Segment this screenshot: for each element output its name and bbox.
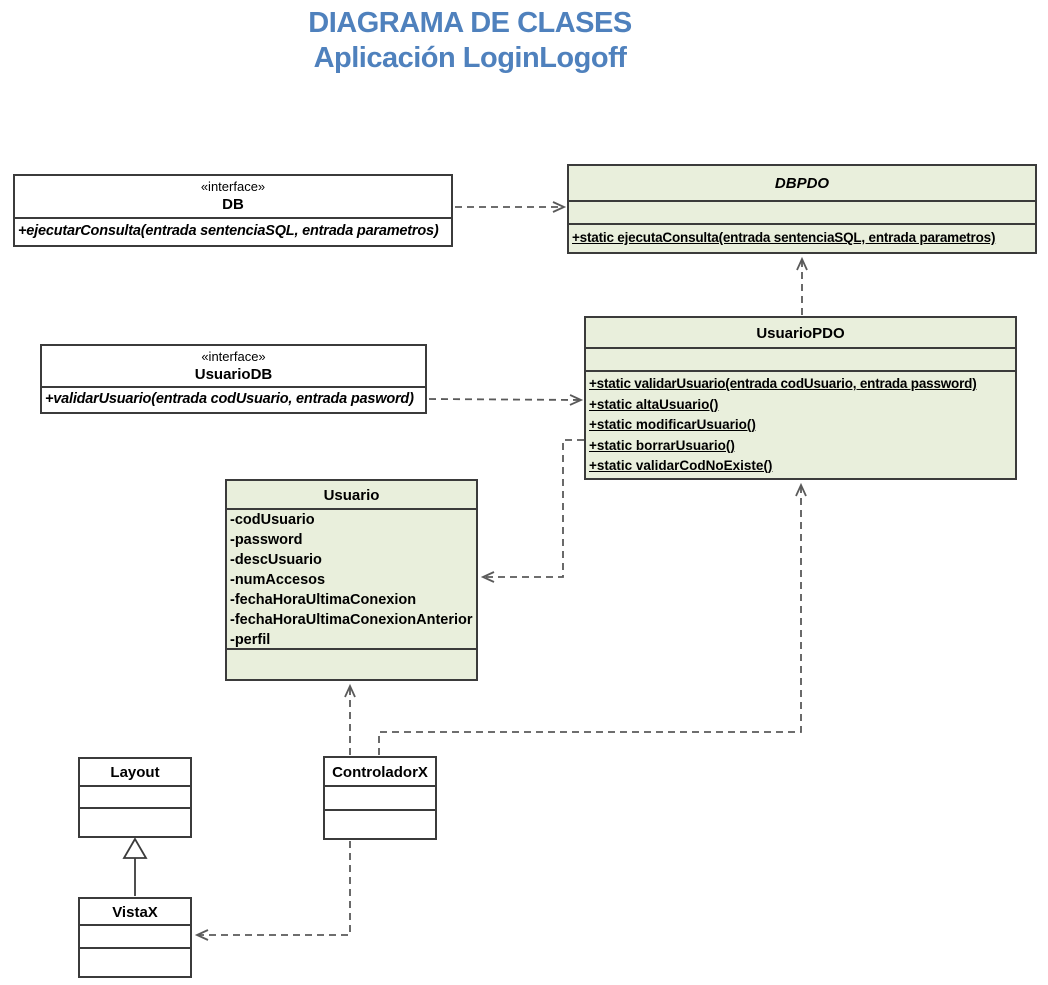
controladorx-methods-empty [325, 809, 435, 834]
diagram-title-line1: DIAGRAMA DE CLASES [308, 7, 632, 39]
dependency-controladorx-to-usuariopdo [378, 482, 807, 755]
vistax-methods-empty [80, 947, 190, 972]
class-box-controladorx: ControladorX [323, 756, 437, 840]
diagram-title-line2: Aplicación LoginLogoff [313, 42, 627, 74]
usuario-attribute: -fechaHoraUltimaConexionAnterior [230, 612, 473, 628]
usuariodb-class-name: UsuarioDB [194, 366, 273, 383]
diagram-title: DIAGRAMA DE CLASES Aplicación LoginLogof… [0, 6, 940, 76]
usuario-class-name: Usuario [323, 487, 380, 504]
usuariodb-stereotype: «interface» [201, 349, 266, 364]
usuariodb-method: +validarUsuario(entrada codUsuario, entr… [45, 391, 414, 407]
generalization-vistax-to-layout [122, 837, 148, 896]
controladorx-class-name: ControladorX [332, 764, 428, 781]
hollow-triangle-arrowhead [122, 837, 148, 859]
controladorx-attributes-empty [325, 785, 435, 809]
class-box-layout: Layout [78, 757, 192, 838]
class-box-db: «interface» DB +ejecutarConsulta(entrada… [13, 174, 453, 247]
usuario-attribute: -password [230, 532, 303, 548]
usuariopdo-method: +static validarCodNoExiste() [589, 458, 773, 473]
usuario-attribute: -perfil [230, 632, 271, 648]
usuario-methods-empty [227, 648, 476, 675]
usuariopdo-class-name: UsuarioPDO [756, 325, 845, 342]
db-stereotype: «interface» [200, 179, 266, 194]
class-box-usuariopdo: UsuarioPDO +static validarUsuario(entrad… [584, 316, 1017, 480]
dependency-usuariodb-to-usuariopdo [428, 394, 584, 406]
usuario-attribute: -fechaHoraUltimaConexion [230, 592, 417, 608]
dbpdo-method: +static ejecutaConsulta(entrada sentenci… [572, 230, 996, 245]
usuariopdo-method: +static altaUsuario() [589, 396, 719, 412]
usuariopdo-method: +static modificarUsuario() [589, 417, 756, 432]
usuariopdo-attributes-empty [586, 347, 1015, 370]
class-box-dbpdo: DBPDO +static ejecutaConsulta(entrada se… [567, 164, 1037, 254]
layout-methods-empty [80, 807, 190, 832]
dbpdo-attributes-empty [569, 200, 1035, 223]
layout-attributes-empty [80, 785, 190, 807]
vistax-attributes-empty [80, 924, 190, 947]
layout-class-name: Layout [110, 764, 160, 781]
dependency-controladorx-to-vistax [194, 841, 351, 941]
db-class-name: DB [222, 196, 244, 213]
usuario-attribute: -codUsuario [230, 512, 315, 528]
vistax-class-name: VistaX [112, 904, 158, 921]
db-method: +ejecutarConsulta(entrada sentenciaSQL, … [18, 223, 439, 239]
usuariopdo-method: +static validarUsuario(entrada codUsuari… [589, 376, 977, 391]
class-box-vistax: VistaX [78, 897, 192, 978]
usuario-attribute: -numAccesos [230, 572, 326, 588]
usuario-attribute: -descUsuario [230, 552, 322, 568]
dependency-usuariopdo-to-usuario [480, 439, 584, 583]
class-box-usuario: Usuario -codUsuario -password -descUsuar… [225, 479, 478, 681]
dbpdo-class-name: DBPDO [774, 175, 830, 192]
usuariopdo-method: +static borrarUsuario() [589, 437, 735, 453]
class-box-usuariodb: «interface» UsuarioDB +validarUsuario(en… [40, 344, 427, 414]
